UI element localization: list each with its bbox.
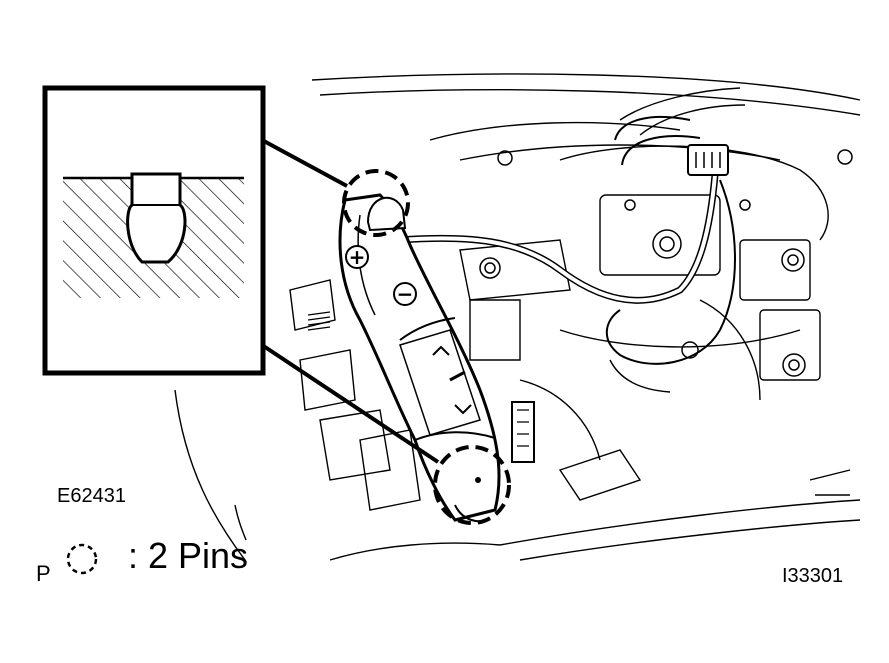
minus-symbol: − — [397, 282, 414, 306]
bolt — [681, 341, 699, 359]
bolt — [652, 229, 682, 259]
upper-pin — [342, 169, 410, 237]
bolt — [739, 199, 751, 211]
legend-text: : 2 Pins — [128, 535, 249, 576]
harness-connector — [687, 144, 729, 176]
figure-code: E62431 — [57, 485, 126, 507]
bolt — [497, 150, 513, 166]
wire-harness — [399, 116, 736, 365]
rocker-switch — [399, 329, 481, 436]
steering-wheel-background — [174, 73, 861, 561]
plus-button: + — [345, 245, 369, 269]
detail-inset — [42, 85, 266, 376]
callout-lines — [260, 138, 440, 464]
up-arrow-icon — [432, 345, 450, 356]
steering-pad-switch: + − — [307, 193, 535, 522]
bolt — [624, 199, 636, 211]
mode-button — [449, 370, 466, 382]
switch-connector — [511, 401, 535, 463]
minus-button: − — [393, 282, 417, 306]
dashed-circle-icon — [66, 543, 98, 575]
pin-cross-section — [126, 172, 187, 264]
down-arrow-icon — [454, 404, 472, 415]
reference-code: I33301 — [782, 565, 844, 587]
bolt — [781, 248, 805, 272]
legend-symbol-letter: P — [36, 561, 51, 586]
bolt — [837, 149, 853, 165]
plus-symbol: + — [349, 245, 366, 269]
lower-pin — [433, 445, 511, 525]
bolt — [479, 257, 501, 279]
lower-pin-dashed-circle — [433, 445, 511, 525]
upper-pin-dashed-circle — [342, 169, 410, 237]
vent-lines — [307, 311, 331, 331]
bolt — [782, 353, 806, 377]
bolts — [479, 149, 853, 377]
